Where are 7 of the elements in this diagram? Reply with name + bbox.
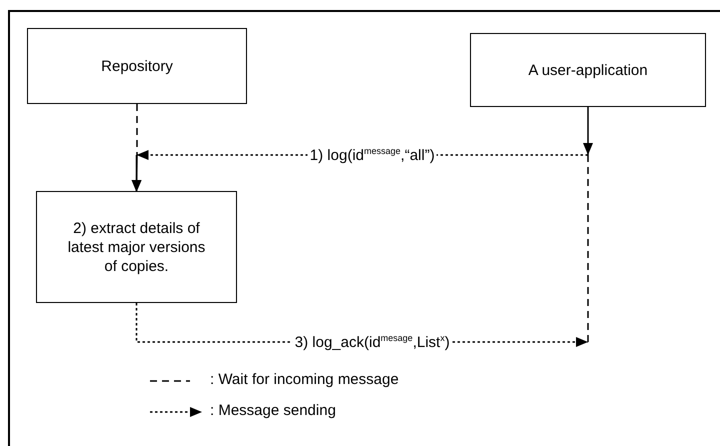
legend-text: : Wait for incoming message [210,371,399,388]
process-box: A user-application [470,33,706,107]
message-label: 3) log_ack(id$^{mesage}$,List$^{x}$) [292,333,452,351]
legend-text: : Message sending [210,402,336,419]
message-label: 1) log(id$^{message}$,“all”) [308,146,437,164]
process-box: 2) extract details of latest major versions of copies. [36,191,237,303]
process-box: Repository [27,28,247,104]
